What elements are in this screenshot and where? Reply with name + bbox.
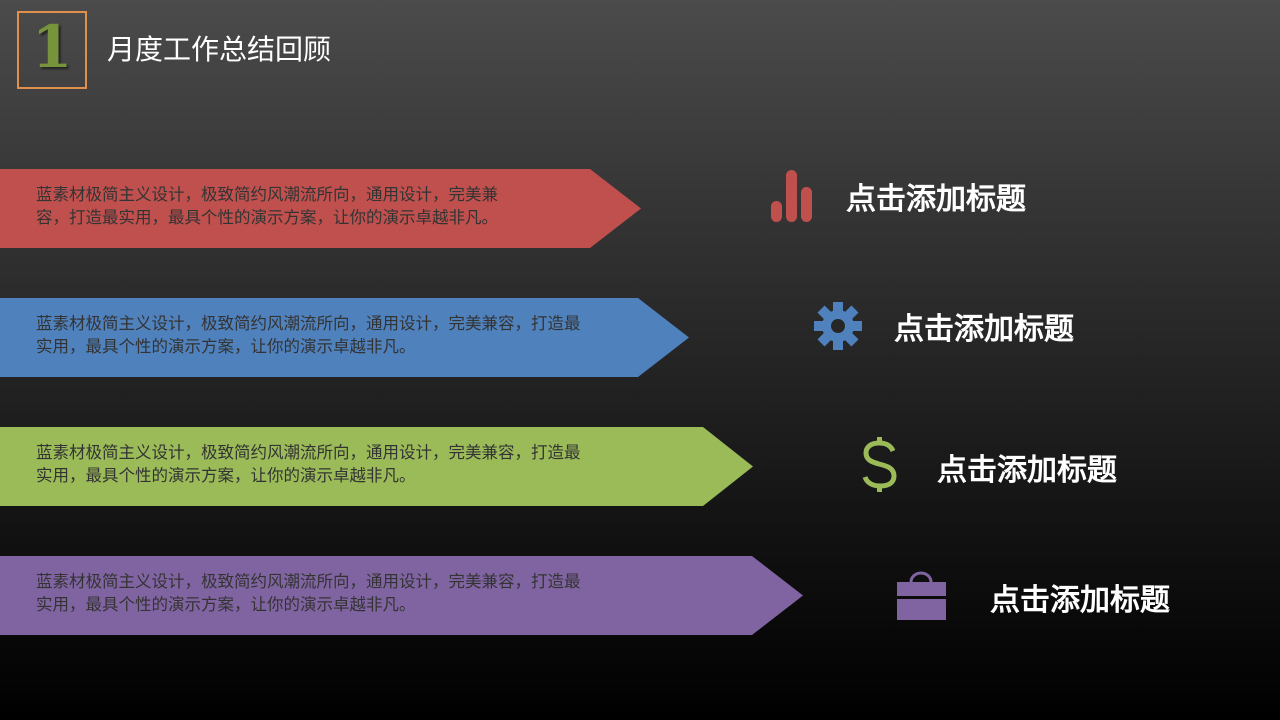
arrow-banner-2: 蓝素材极简主义设计，极致简约风潮流所向，通用设计，完美兼容，打造最实用，最具个性… bbox=[0, 298, 690, 377]
arrow-banner-4: 蓝素材极简主义设计，极致简约风潮流所向，通用设计，完美兼容，打造最实用，最具个性… bbox=[0, 556, 805, 635]
dollar-icon bbox=[862, 437, 897, 492]
slide-number: 1 bbox=[31, 13, 73, 81]
row-title-3[interactable]: 点击添加标题 bbox=[937, 453, 1117, 488]
banner-text: 蓝素材极简主义设计，极致简约风潮流所向，通用设计，完美兼容，打造最实用，最具个性… bbox=[36, 572, 581, 614]
briefcase-icon bbox=[897, 571, 946, 620]
row-title-2[interactable]: 点击添加标题 bbox=[894, 312, 1074, 347]
bar-chart-icon bbox=[771, 170, 812, 222]
slide-title: 月度工作总结回顾 bbox=[107, 33, 332, 66]
gear-icon bbox=[814, 302, 862, 350]
row-title-4[interactable]: 点击添加标题 bbox=[990, 583, 1170, 618]
banner-text: 蓝素材极简主义设计，极致简约风潮流所向，通用设计，完美兼容，打造最实用，最具个性… bbox=[36, 443, 581, 485]
row-title-1[interactable]: 点击添加标题 bbox=[846, 182, 1026, 217]
slide-number-box: 1 bbox=[17, 11, 87, 89]
banner-text: 蓝素材极简主义设计，极致简约风潮流所向，通用设计，完美兼容，打造最实用，最具个性… bbox=[36, 185, 498, 227]
arrow-banner-3: 蓝素材极简主义设计，极致简约风潮流所向，通用设计，完美兼容，打造最实用，最具个性… bbox=[0, 427, 755, 506]
arrow-banner-1: 蓝素材极简主义设计，极致简约风潮流所向，通用设计，完美兼容，打造最实用，最具个性… bbox=[0, 169, 642, 248]
banner-text: 蓝素材极简主义设计，极致简约风潮流所向，通用设计，完美兼容，打造最实用，最具个性… bbox=[36, 314, 581, 356]
